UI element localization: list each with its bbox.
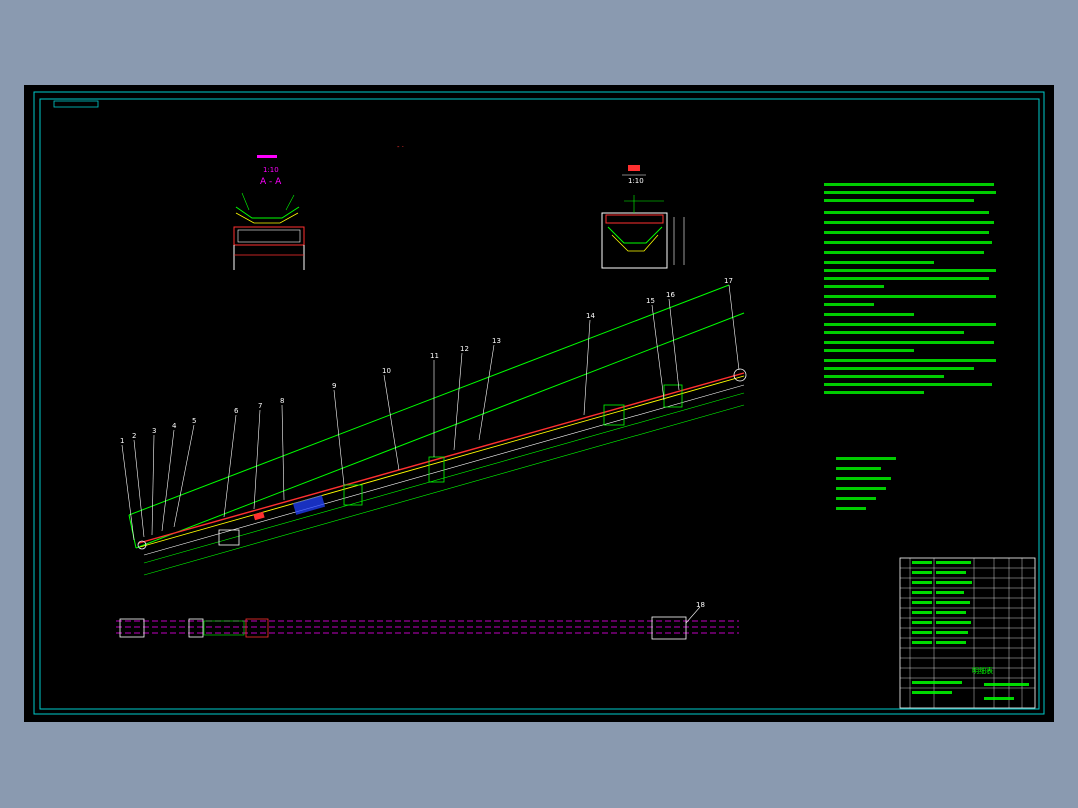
drawing-sheet: 1:10 A - A - · 1:10 [24,85,1054,722]
part-number-8: 8 [280,397,284,405]
part-number-7: 7 [258,402,262,410]
section-a-a: 1:10 A - A [233,155,305,270]
outer-frame [33,91,1045,715]
part-number-1: 1 [120,437,124,445]
part-number-18: 18 [696,601,705,609]
plan-view: 18 [116,601,739,640]
section-a-a-label: A - A [260,177,282,187]
part-number-12: 12 [460,345,469,353]
cad-drawing: 1:10 A - A - · 1:10 [33,91,1045,715]
part-number-2: 2 [132,432,136,440]
part-number-17: 17 [724,277,733,285]
part-number-5: 5 [192,417,196,425]
part-number-15: 15 [646,297,655,305]
parts-list-label: 明细表 [972,666,993,675]
corner-label-box [53,100,99,108]
notes-block [824,183,996,510]
part-number-10: 10 [382,367,391,375]
inner-frame [39,98,1040,710]
conveyor-elevation: 1 2 3 4 5 6 7 8 9 10 11 12 13 14 15 16 1… [120,277,747,576]
section-b: 1:10 [601,165,685,269]
part-number-4: 4 [172,422,177,430]
part-number-9: 9 [332,382,336,390]
part-number-14: 14 [586,312,595,320]
part-number-11: 11 [430,352,439,360]
part-number-6: 6 [234,407,239,415]
part-number-13: 13 [492,337,501,345]
title-block: 明细表 [899,557,1036,709]
svg-text:1:10: 1:10 [628,177,644,185]
part-number-16: 16 [666,291,675,299]
section-scale-label: 1:10 [263,166,279,174]
part-number-3: 3 [152,427,156,435]
svg-text:- ·: - · [397,143,404,151]
